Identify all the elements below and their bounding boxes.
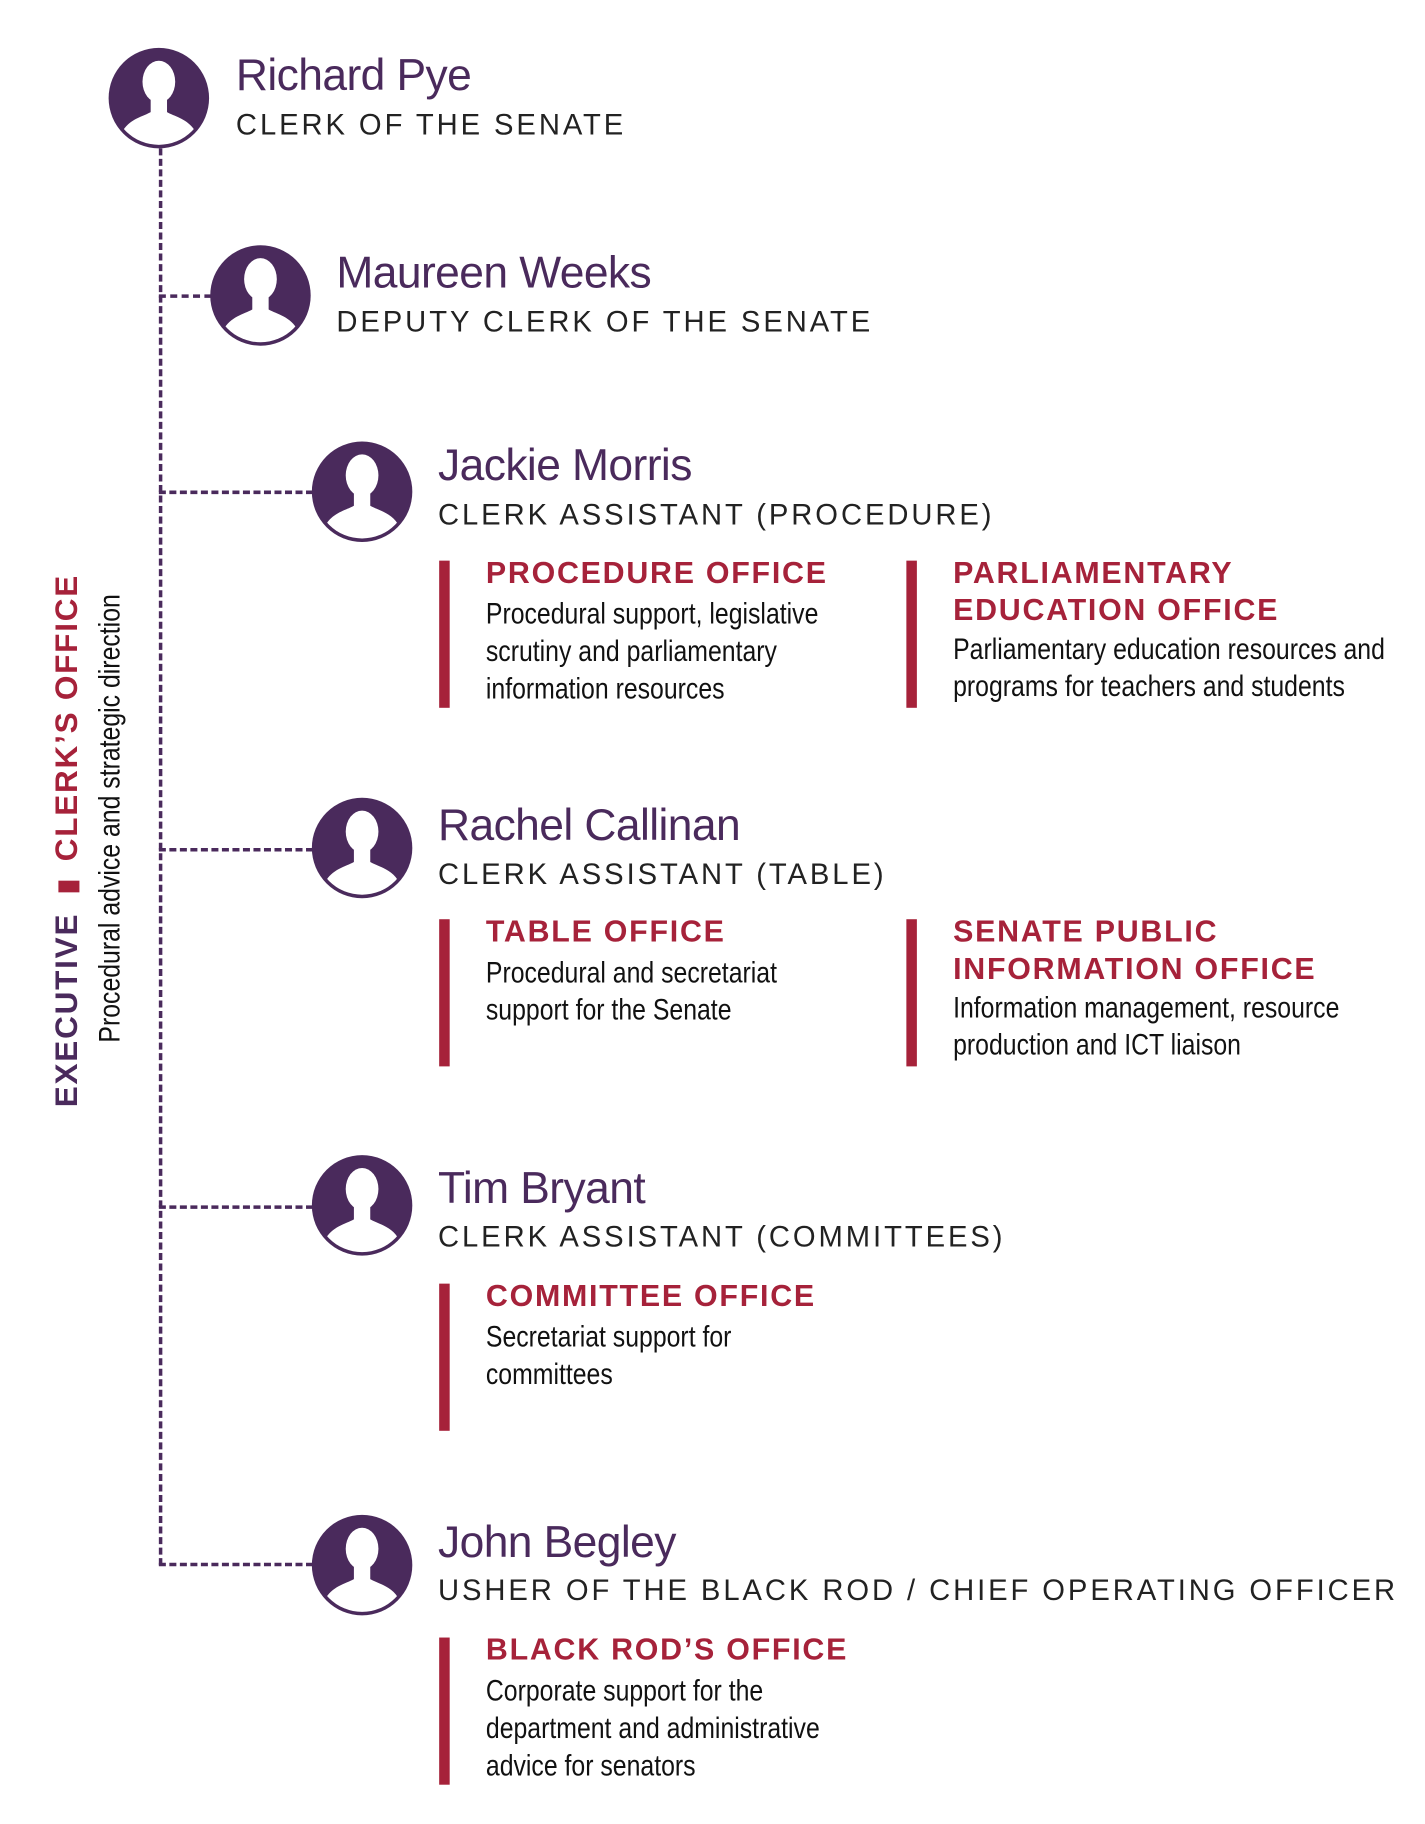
person-name: Jackie Morris — [438, 441, 692, 491]
connector — [158, 1562, 314, 1567]
office-black-rod: BLACK ROD’S OFFICE Corporate support for … — [439, 1632, 906, 1785]
divider — [58, 881, 80, 893]
connector — [158, 1205, 314, 1209]
office-name: BLACK ROD’S OFFICE — [485, 1631, 849, 1667]
office-name: PROCEDURE OFFICE — [485, 554, 828, 590]
side-subtitle-text: Procedural advice and strategic directio… — [94, 594, 127, 1043]
person-title: DEPUTY CLERK OF THE SENATE — [336, 306, 874, 339]
person-name: Richard Pye — [235, 51, 472, 101]
executive-label: EXECUTIVE — [49, 912, 85, 1108]
office-desc: Procedural and secretariat support for t… — [485, 956, 777, 1027]
person-title: CLERK OF THE SENATE — [235, 108, 627, 142]
office-name: SENATE PUBLIC INFORMATION OFFICE — [953, 913, 1317, 986]
connector — [158, 490, 314, 495]
office-procedure: PROCEDURE OFFICE Procedural support, legi… — [439, 555, 859, 708]
person-avatar-icon — [311, 440, 414, 543]
side-subtitle: Procedural advice and strategic directio… — [94, 594, 128, 1082]
person-title: CLERK ASSISTANT (COMMITTEES) — [438, 1220, 1006, 1254]
connector — [158, 294, 212, 298]
office-desc: Parliamentary education resources and pr… — [953, 633, 1385, 704]
person-title: CLERK ASSISTANT (PROCEDURE) — [438, 498, 995, 532]
person-name: Rachel Callinan — [438, 801, 741, 851]
office-name: TABLE OFFICE — [485, 913, 726, 949]
person-name: Tim Bryant — [438, 1164, 646, 1214]
person-name: Maureen Weeks — [336, 248, 652, 298]
person-avatar-icon — [107, 47, 210, 150]
office-name: COMMITTEE OFFICE — [485, 1277, 816, 1313]
person-avatar-icon — [311, 797, 414, 900]
side-label: EXECUTIVE CLERK’S OFFICE — [49, 574, 85, 1108]
person-avatar-icon — [209, 244, 312, 347]
person-avatar-icon — [311, 1154, 414, 1257]
office-desc: Corporate support for the department and… — [485, 1674, 820, 1783]
hierarchy-line — [158, 148, 163, 1566]
office-name: PARLIAMENTARY EDUCATION OFFICE — [953, 554, 1280, 628]
person-title: USHER OF THE BLACK ROD / CHIEF OPERATING… — [438, 1574, 1399, 1608]
person-title: CLERK ASSISTANT (TABLE) — [438, 858, 887, 892]
clerks-office-label: CLERK’S OFFICE — [49, 573, 85, 862]
office-desc: Information management, resource product… — [953, 991, 1340, 1062]
office-desc: Secretariat support for committees — [485, 1321, 732, 1392]
connector — [158, 847, 314, 852]
person-avatar-icon — [311, 1514, 414, 1617]
person-name: John Begley — [438, 1518, 676, 1568]
office-desc: Procedural support, legislative scrutiny… — [485, 598, 819, 706]
office-committee: COMMITTEE OFFICE Secretariat support for … — [439, 1278, 859, 1431]
office-table: TABLE OFFICE Procedural and secretariat s… — [439, 913, 859, 1067]
